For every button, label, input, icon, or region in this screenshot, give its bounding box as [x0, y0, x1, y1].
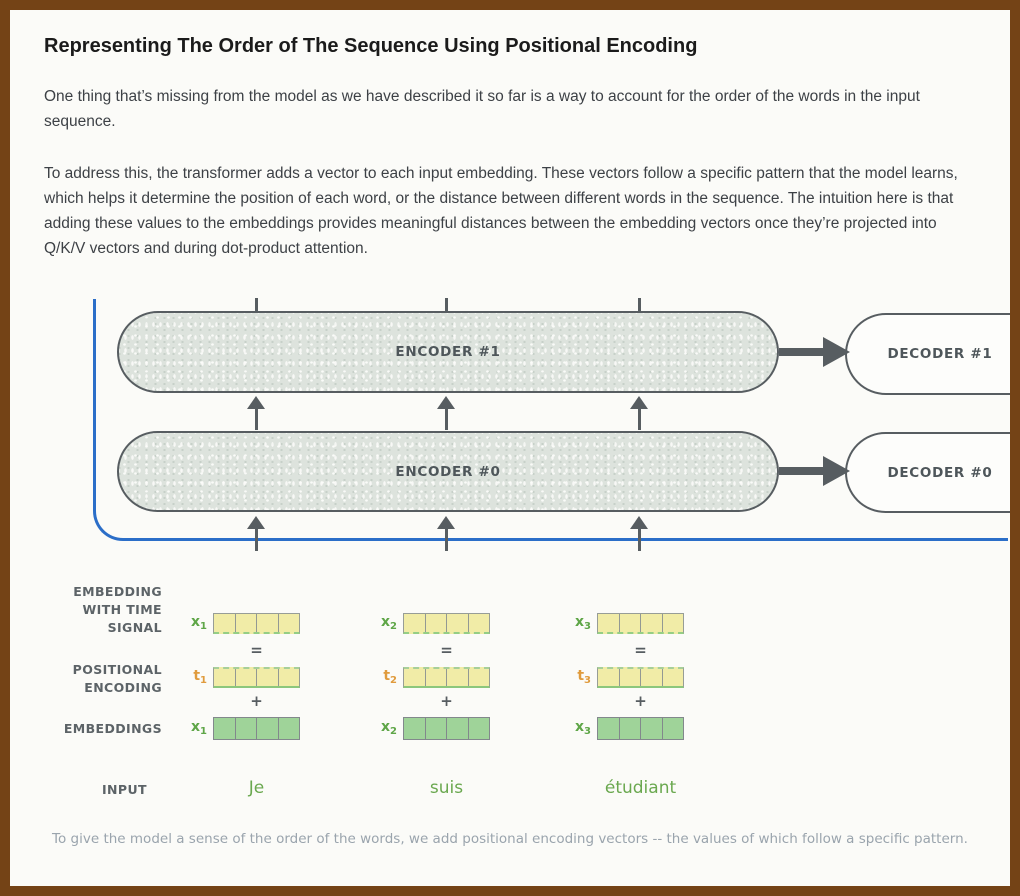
up-arrow-stub-icon [638, 298, 641, 312]
right-arrow-shaft [779, 467, 825, 475]
up-arrow-icon [630, 516, 648, 529]
up-arrow-icon [247, 396, 265, 409]
vector-label-t2: t2 [383, 668, 397, 686]
input-word: Je [248, 778, 265, 798]
vector-label-x3: x3 [575, 614, 591, 632]
decoder-1-label: DECODER #1 [887, 346, 993, 362]
positional-encoding-figure: ENCODER #1 ENCODER #0 DECODER #1 DECODER… [10, 10, 1010, 886]
up-arrow-icon [437, 396, 455, 409]
plus-sign: + [440, 692, 453, 710]
encoder-1-box: ENCODER #1 [117, 311, 779, 393]
up-arrow-stub-icon [445, 298, 448, 312]
blue-frame-line [93, 299, 1008, 541]
up-arrow-icon [630, 396, 648, 409]
plus-sign: + [250, 692, 263, 710]
up-arrow-shaft [255, 528, 258, 551]
decoder-1-box: DECODER #1 [845, 313, 1010, 395]
up-arrow-shaft [255, 408, 258, 430]
row-label-positional-encoding: POSITIONAL ENCODING [72, 662, 162, 695]
embedding-vector [403, 717, 490, 740]
up-arrow-shaft [445, 408, 448, 430]
input-word: étudiant [604, 778, 677, 798]
vector-label-x2: x2 [381, 614, 397, 632]
vector-label-x2: x2 [381, 719, 397, 737]
up-arrow-icon [247, 516, 265, 529]
up-arrow-icon [437, 516, 455, 529]
up-arrow-shaft [638, 528, 641, 551]
up-arrow-shaft [638, 408, 641, 430]
right-arrow-icon [823, 337, 850, 367]
vector-label-x1: x1 [191, 719, 207, 737]
embedding-vector [213, 717, 300, 740]
paragraph-2: To address this, the transformer adds a … [44, 164, 958, 258]
right-arrow-icon [823, 456, 850, 486]
encoder-1-label: ENCODER #1 [395, 344, 501, 360]
vector-label-x1: x1 [191, 614, 207, 632]
time-signal-vector [213, 613, 300, 634]
equals-sign: = [250, 641, 263, 659]
vector-label-t3: t3 [577, 668, 591, 686]
encoder-0-box: ENCODER #0 [117, 431, 779, 512]
positional-encoding-vector [403, 667, 490, 688]
positional-encoding-vector [213, 667, 300, 688]
input-word: suis [429, 778, 464, 798]
vector-label-t1: t1 [193, 668, 207, 686]
decoder-0-box: DECODER #0 [845, 432, 1010, 513]
plus-sign: + [634, 692, 647, 710]
equals-sign: = [634, 641, 647, 659]
time-signal-vector [403, 613, 490, 634]
figure-caption: To give the model a sense of the order o… [52, 831, 968, 847]
row-label-embedding-with-time-signal: EMBEDDING WITH TIME SIGNAL [73, 584, 162, 635]
encoder-0-label: ENCODER #0 [395, 463, 501, 480]
right-arrow-shaft [779, 348, 825, 356]
up-arrow-stub-icon [255, 298, 258, 312]
vector-label-x3: x3 [575, 719, 591, 737]
section-heading: Representing The Order of The Sequence U… [44, 35, 698, 57]
decoder-0-label: DECODER #0 [887, 464, 993, 481]
paragraph-1: One thing that’s missing from the model … [44, 88, 920, 131]
row-label-input: INPUT [102, 782, 147, 797]
positional-encoding-vector [597, 667, 684, 688]
time-signal-vector [597, 613, 684, 634]
equals-sign: = [440, 641, 453, 659]
up-arrow-shaft [445, 528, 448, 551]
row-label-embeddings: EMBEDDINGS [63, 721, 162, 736]
embedding-vector [597, 717, 684, 740]
